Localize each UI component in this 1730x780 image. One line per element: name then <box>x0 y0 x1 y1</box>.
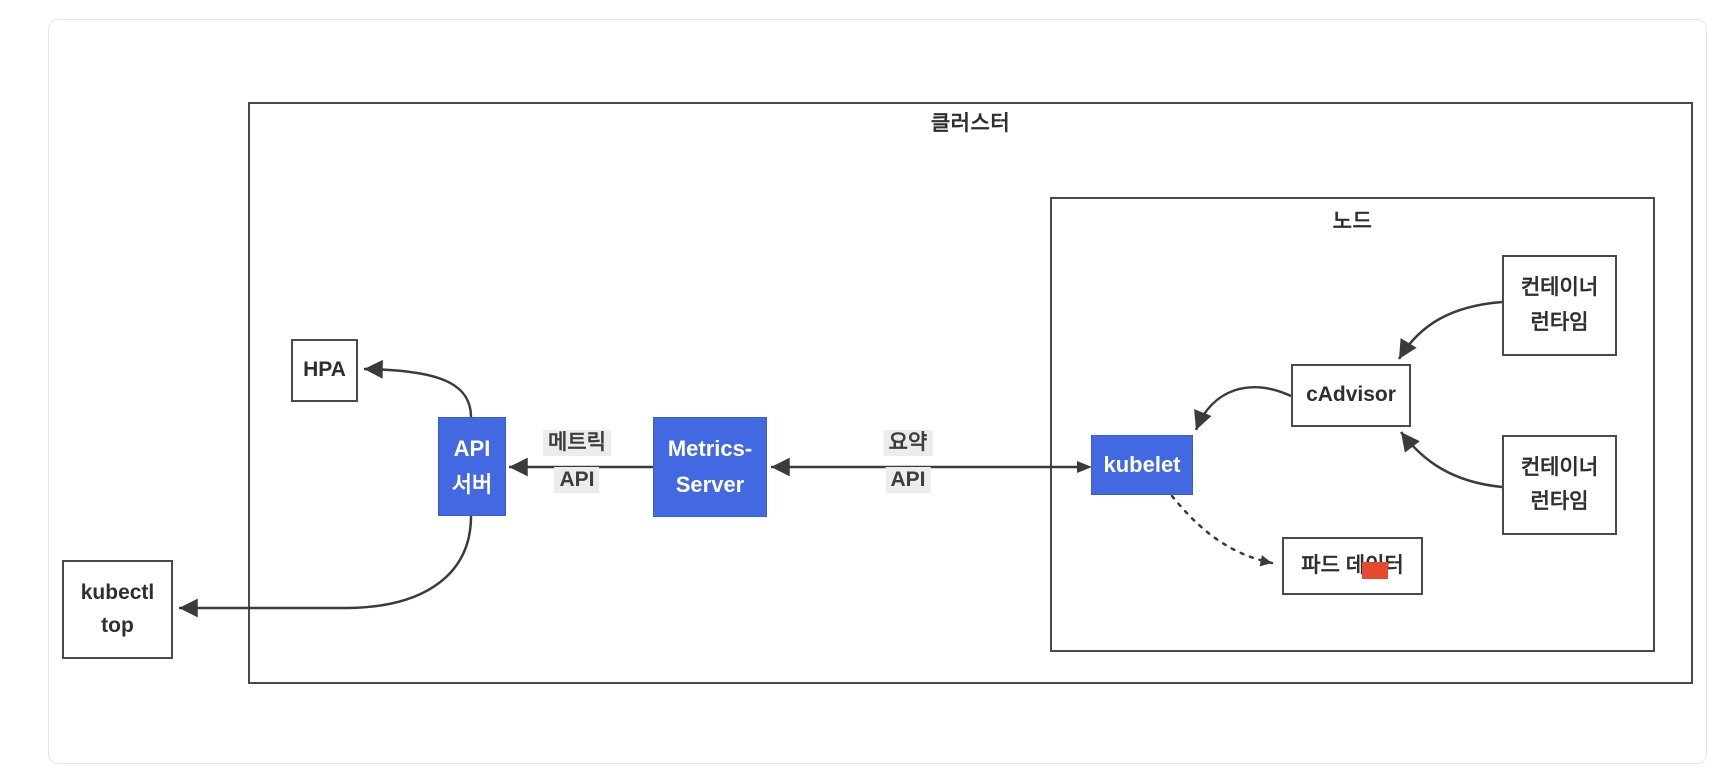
node-label: 노드 <box>1332 210 1373 233</box>
metrics-api-edge-label-line2: API <box>554 467 600 494</box>
red-marker <box>1362 562 1388 579</box>
container-runtime-bottom-line1: 컨테이너 <box>1520 455 1599 479</box>
cluster-boundary <box>248 102 1693 684</box>
hpa-label: HPA <box>303 358 346 382</box>
metrics-api-edge-label-line1: 메트릭 <box>543 430 611 457</box>
cadvisor-box: cAdvisor <box>1291 364 1411 427</box>
container-runtime-bottom-line2: 런타임 <box>1530 490 1589 513</box>
kubectl-top-line1: kubectl <box>80 581 155 605</box>
kubelet-label: kubelet <box>1103 452 1181 478</box>
container-runtime-top-box: 컨테이너 런타임 <box>1502 255 1617 356</box>
metrics-server-box: Metrics- Server <box>653 417 767 517</box>
kubelet-box: kubelet <box>1091 435 1193 495</box>
cluster-label: 클러스터 <box>930 112 1011 135</box>
kubectl-top-box: kubectl top <box>62 560 173 659</box>
node-boundary <box>1050 197 1655 652</box>
metrics-api-edge-label: 메트릭 API <box>543 430 611 494</box>
kubectl-top-line2: top <box>101 613 134 637</box>
metrics-server-line1: Metrics- <box>667 436 753 462</box>
hpa-box: HPA <box>291 339 358 402</box>
pod-data-box: 파드 데이터 <box>1282 537 1423 595</box>
summary-api-edge-label-line1: 요약 <box>883 430 933 457</box>
api-server-line2: 서버 <box>451 471 493 497</box>
summary-api-edge-label: 요약 API <box>883 430 933 494</box>
api-server-box: API 서버 <box>438 417 506 516</box>
container-runtime-bottom-box: 컨테이너 런타임 <box>1502 435 1617 535</box>
metrics-server-line2: Server <box>675 472 745 497</box>
api-server-line1: API <box>453 435 491 461</box>
cadvisor-label: cAdvisor <box>1306 383 1396 407</box>
container-runtime-top-line2: 런타임 <box>1530 310 1589 334</box>
container-runtime-top-line1: 컨테이너 <box>1520 276 1599 300</box>
summary-api-edge-label-line2: API <box>885 467 931 494</box>
pod-data-label: 파드 데이터 <box>1301 553 1404 577</box>
